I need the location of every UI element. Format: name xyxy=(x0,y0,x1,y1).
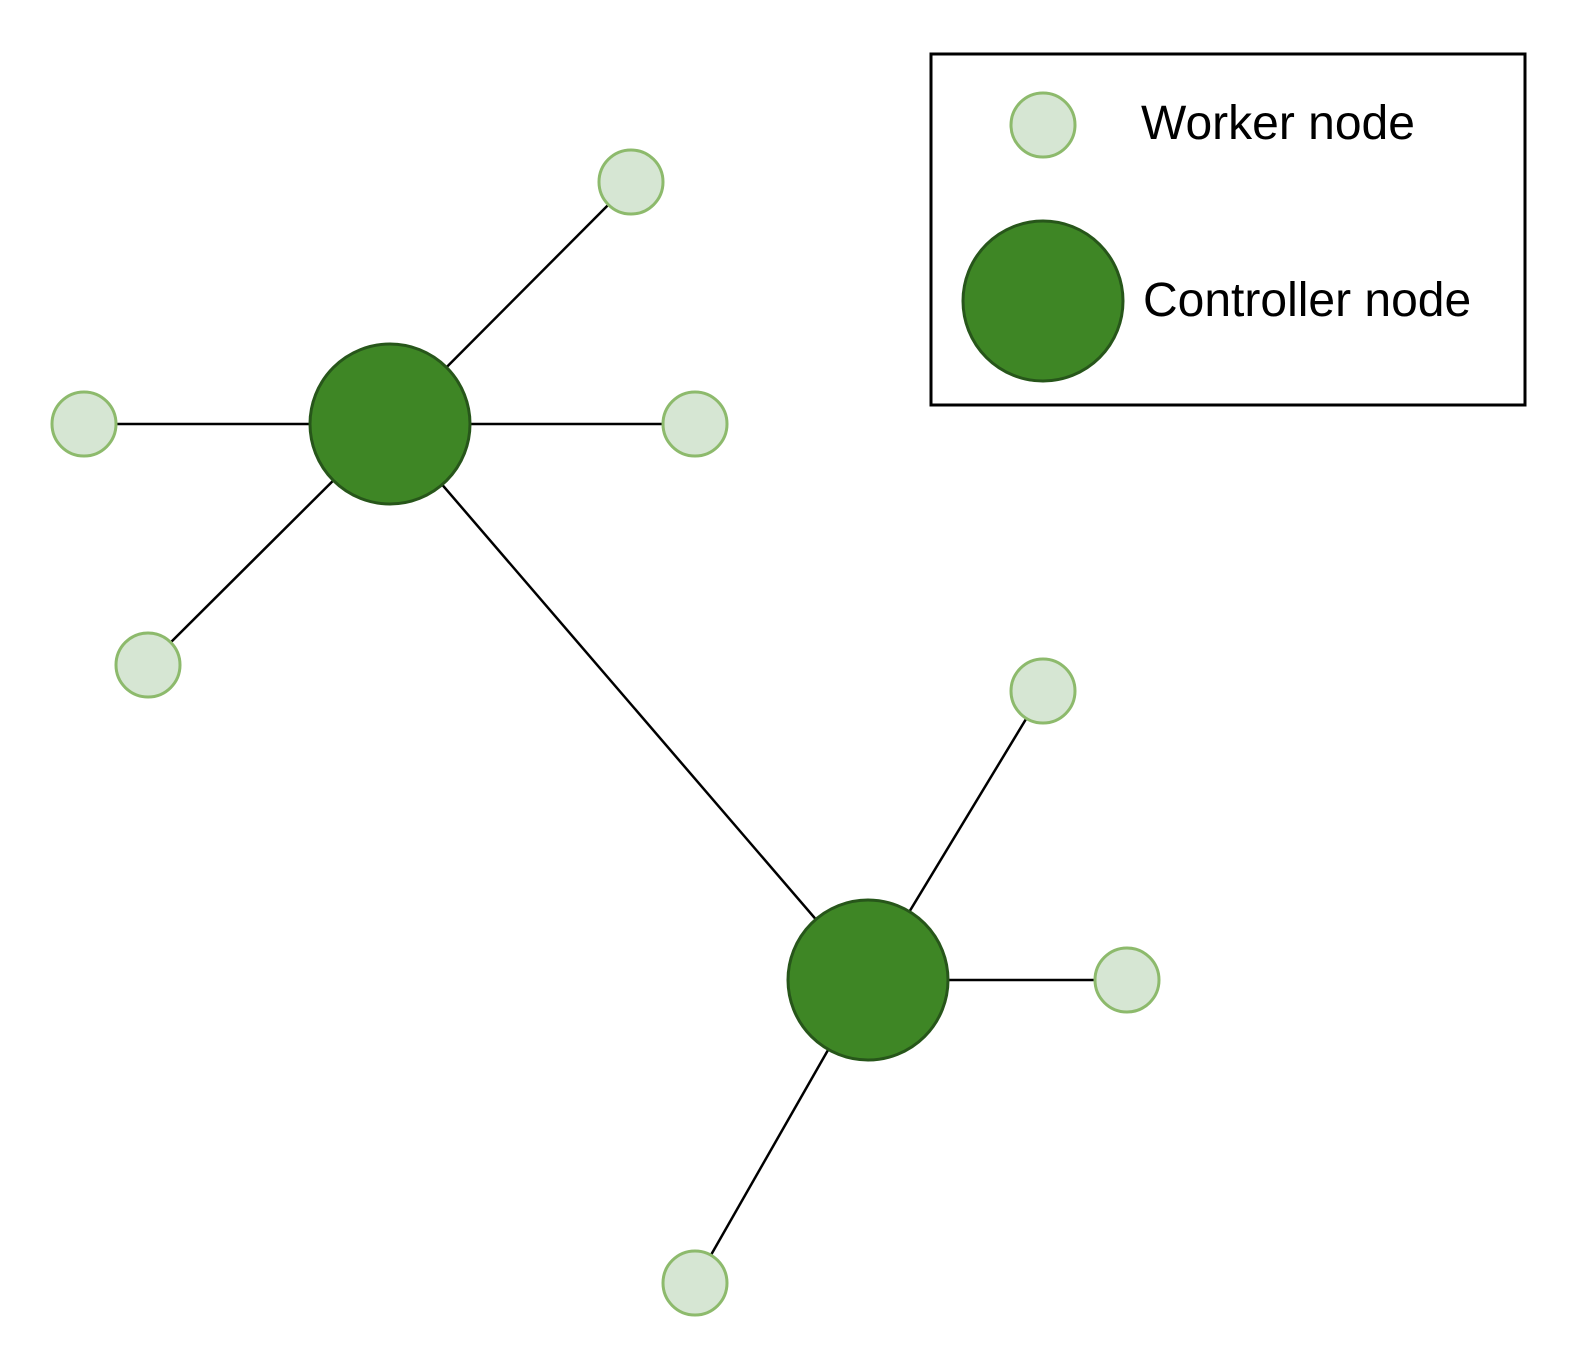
worker-2-node xyxy=(50,390,118,458)
worker-1-node xyxy=(597,148,665,216)
nodes-layer xyxy=(50,148,1161,1317)
controller-2-node xyxy=(786,898,950,1062)
legend: Worker node Controller node xyxy=(929,52,1527,407)
worker-6-node xyxy=(1093,946,1161,1014)
worker-3-node xyxy=(661,390,729,458)
legend-worker-symbol xyxy=(1009,91,1077,159)
worker-7-node xyxy=(661,1249,729,1317)
worker-5-node xyxy=(1009,657,1077,725)
legend-worker-label: Worker node xyxy=(1141,97,1415,150)
controller-1-node xyxy=(308,342,472,506)
legend-controller-label: Controller node xyxy=(1143,274,1471,327)
worker-4-node xyxy=(114,631,182,699)
legend-controller-symbol xyxy=(961,219,1125,383)
edge-controller-1-controller-2 xyxy=(389,423,869,981)
